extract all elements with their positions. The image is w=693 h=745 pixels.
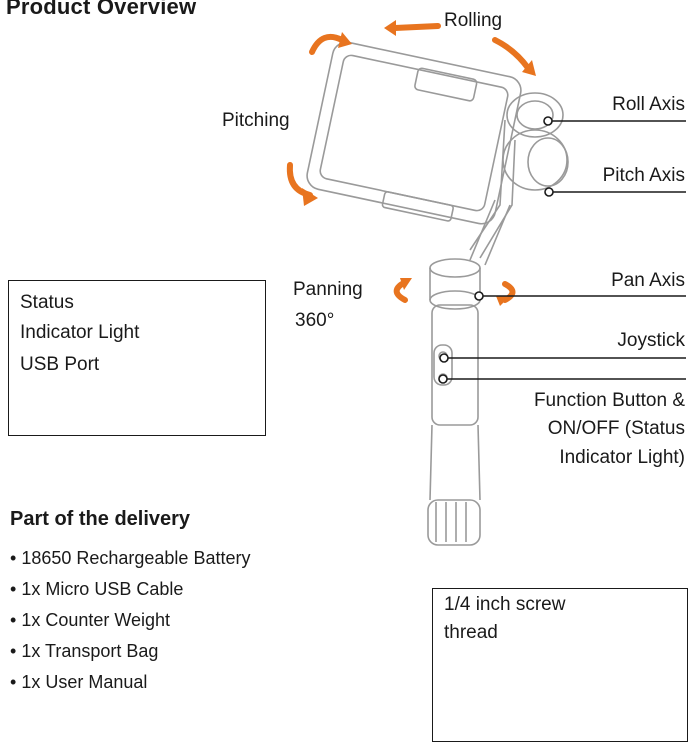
status-usb-inset (8, 280, 266, 436)
function-button-label-line2: ON/OFF (Status (547, 418, 685, 439)
usb-port-label: USB Port (20, 354, 100, 375)
roll-arrow-right-icon (492, 37, 531, 71)
list-item: 1x Micro USB Cable (10, 574, 250, 605)
panning-label: Panning (293, 279, 363, 300)
page-title: Product Overview (6, 0, 197, 19)
delivery-heading: Part of the delivery (10, 508, 191, 530)
handle-sketch (431, 304, 479, 426)
screw-thread-inset (432, 588, 688, 742)
pitch-axis-label: Pitch Axis (602, 165, 685, 186)
roll-arrow-left-icon (392, 23, 441, 31)
screw-thread-label-line2: thread (444, 622, 498, 643)
rolling-label: Rolling (444, 10, 503, 31)
pitch-arrow-top-icon (309, 34, 345, 55)
list-item: 1x Counter Weight (10, 605, 250, 636)
function-button-label-line1: Function Button & (533, 390, 685, 411)
list-item: 18650 Rechargeable Battery (10, 543, 250, 574)
pan-motor-sketch (429, 258, 481, 278)
list-item: 1x User Manual (10, 667, 250, 698)
smartphone-sketch (306, 41, 522, 225)
status-label-line1: Status (20, 292, 74, 313)
pitching-label: Pitching (222, 110, 290, 131)
roll-axis-label: Roll Axis (612, 94, 685, 115)
list-item: 1x Transport Bag (10, 636, 250, 667)
delivery-list: 18650 Rechargeable Battery 1x Micro USB … (10, 543, 250, 698)
status-label-line2: Indicator Light (20, 322, 140, 343)
screw-thread-label-line1: 1/4 inch screw (444, 594, 566, 615)
pan-axis-label: Pan Axis (611, 270, 685, 291)
pan-arrow-left-icon (393, 281, 408, 303)
joystick-label: Joystick (617, 330, 685, 351)
roll-motor-sketch (506, 92, 564, 138)
function-button-label-line3: Indicator Light) (559, 447, 685, 468)
panning-degree-label: 360° (295, 310, 335, 331)
